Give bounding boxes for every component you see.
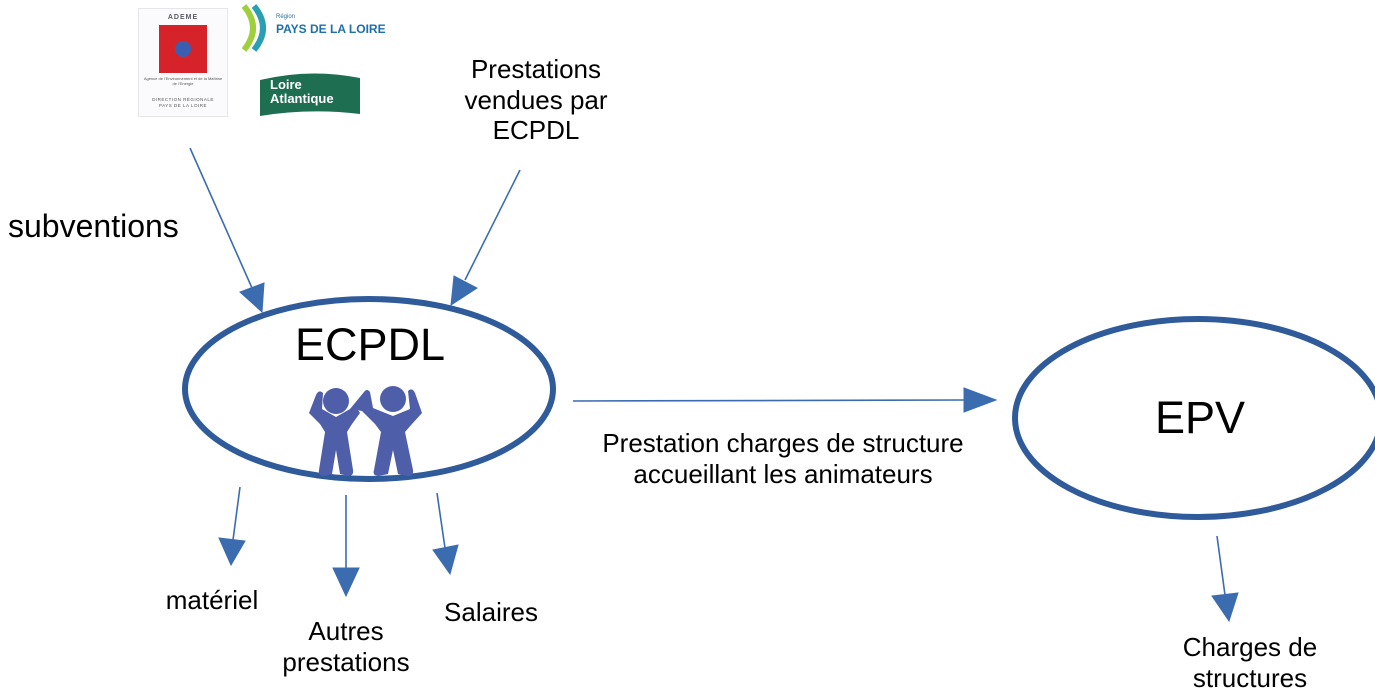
- salaires-label: Salaires: [444, 597, 538, 627]
- ecpdl-node: [182, 296, 556, 482]
- arrow-materiel: [218, 486, 246, 567]
- ademe-logo-name: ADEME: [167, 14, 199, 21]
- loire-logo-line1: Loire: [270, 77, 302, 92]
- prestations-vendues-label: Prestations vendues par ECPDL: [464, 54, 608, 146]
- arrow-ecpdl-to-epv: [572, 387, 998, 413]
- autres-prestations-label: Autres prestations: [282, 616, 410, 677]
- region-swoosh-icon: [241, 4, 266, 52]
- arrow-salaires: [432, 492, 459, 576]
- ademe-logo-mark: [159, 25, 207, 73]
- arrow-charges-structures: [1211, 535, 1239, 623]
- charges-structures-label: Charges de structures: [1182, 632, 1318, 693]
- region-logo-small: Région: [276, 14, 296, 20]
- materiel-label: matériel: [165, 585, 259, 615]
- arrow-prestations-vendues: [450, 169, 521, 306]
- two-people-icon: [309, 386, 422, 476]
- subventions-label: subventions: [8, 208, 179, 244]
- region-logo-name: PAYS DE LA LOIRE: [276, 22, 386, 36]
- arrow-autres-prestations: [332, 495, 360, 598]
- region-pays-de-la-loire-logo: Région PAYS DE LA LOIRE: [240, 4, 420, 52]
- ademe-logo: ADEME Agence de l'Environnement et de la…: [138, 8, 228, 117]
- epv-node: [1012, 316, 1375, 520]
- loire-logo-line2: Atlantique: [270, 91, 334, 106]
- epv-label: EPV: [1154, 392, 1246, 443]
- ecpdl-label: ECPDL: [294, 319, 446, 370]
- arrow-subventions: [189, 147, 265, 314]
- ademe-logo-tagline: Agence de l'Environnement et de la Maîtr…: [143, 76, 223, 86]
- loire-atlantique-logo: Loire Atlantique: [256, 68, 364, 120]
- ademe-logo-region: DIRECTION RÉGIONALE PAYS DE LA LOIRE: [152, 97, 214, 108]
- prestation-charges-label: Prestation charges de structure accueill…: [602, 428, 964, 489]
